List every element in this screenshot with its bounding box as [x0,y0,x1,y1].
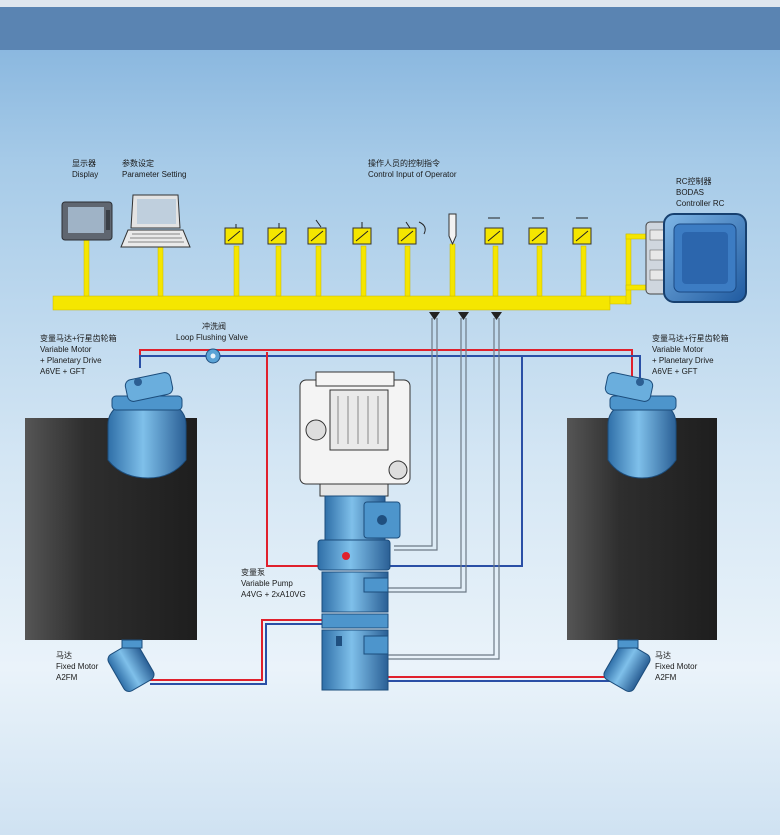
fixed-motor-left [107,639,155,692]
top-strip [0,0,780,7]
flushing-valve-icon [205,348,221,364]
signal-bus [52,233,657,311]
signal-arrows [429,312,502,320]
variable-motor-right [604,372,677,479]
fixed-motor-right [603,639,651,692]
header-banner [0,7,780,50]
monitor-icon [61,201,113,241]
engine-icon [299,371,411,497]
hydraulic-lines [139,349,641,685]
laptop-icon [120,194,191,248]
control-signal-lines [384,318,500,660]
rc-controller-icon [645,213,747,303]
operator-sensors [224,213,592,246]
variable-motor-left [107,372,187,479]
pump-icon [317,495,401,691]
